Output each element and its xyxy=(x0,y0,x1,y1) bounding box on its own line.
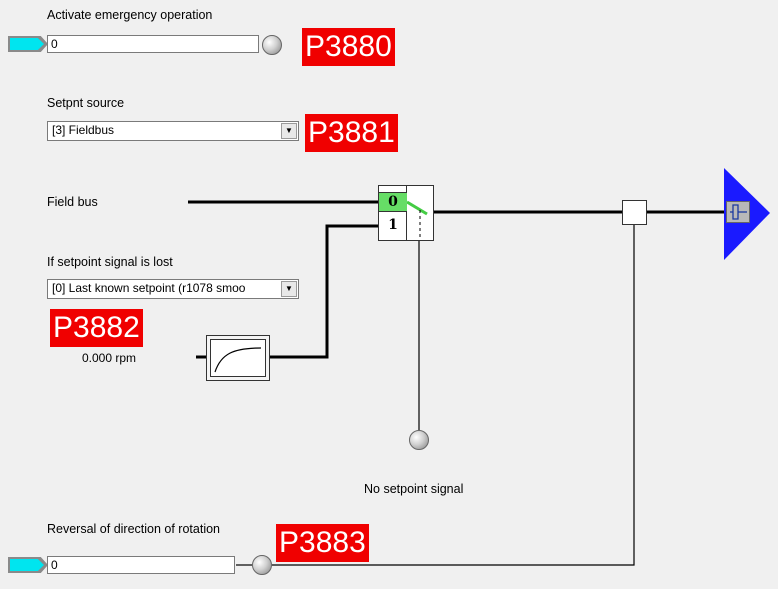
param-tag-p3883: P3883 xyxy=(276,524,369,562)
param-tag-p3882: P3882 xyxy=(50,309,143,347)
setpoint-source-select[interactable]: [3] Fieldbus ▼ xyxy=(47,121,299,141)
switch-input-0: 0 xyxy=(379,192,407,212)
setpoint-source-label: Setpnt source xyxy=(47,96,125,110)
setpoint-lost-label: If setpoint signal is lost xyxy=(47,255,173,269)
rpm-value: 0.000 rpm xyxy=(82,351,137,365)
chevron-down-icon[interactable]: ▼ xyxy=(281,281,297,297)
reversal-value-field[interactable]: 0 xyxy=(47,556,235,574)
emergency-label: Activate emergency operation xyxy=(47,8,213,22)
setpoint-lost-select[interactable]: [0] Last known setpoint (r1078 smoo ▼ xyxy=(47,279,299,299)
chevron-down-icon[interactable]: ▼ xyxy=(281,123,297,139)
led-indicator-icon xyxy=(252,555,272,575)
setpoint-lost-selected: [0] Last known setpoint (r1078 smoo xyxy=(52,281,246,295)
switch-input-1: 1 xyxy=(388,217,398,233)
cyan-connector-icon[interactable] xyxy=(8,34,48,54)
reversal-label: Reversal of direction of rotation xyxy=(47,522,221,536)
output-junction-box xyxy=(622,200,647,225)
param-tag-p3880: P3880 xyxy=(302,28,395,66)
ramp-filter-icon xyxy=(206,335,270,381)
no-setpoint-led-icon xyxy=(409,430,429,450)
no-setpoint-signal-label: No setpoint signal xyxy=(364,482,464,496)
emergency-value-field[interactable]: 0 xyxy=(47,35,259,53)
led-indicator-icon xyxy=(262,35,282,55)
field-bus-label: Field bus xyxy=(47,195,98,209)
setpoint-source-selected: [3] Fieldbus xyxy=(52,123,115,137)
cyan-connector-icon[interactable] xyxy=(8,555,48,575)
output-connector-icon[interactable] xyxy=(726,201,750,223)
param-tag-p3881: P3881 xyxy=(305,114,398,152)
setpoint-switch: 0 1 xyxy=(378,185,434,241)
